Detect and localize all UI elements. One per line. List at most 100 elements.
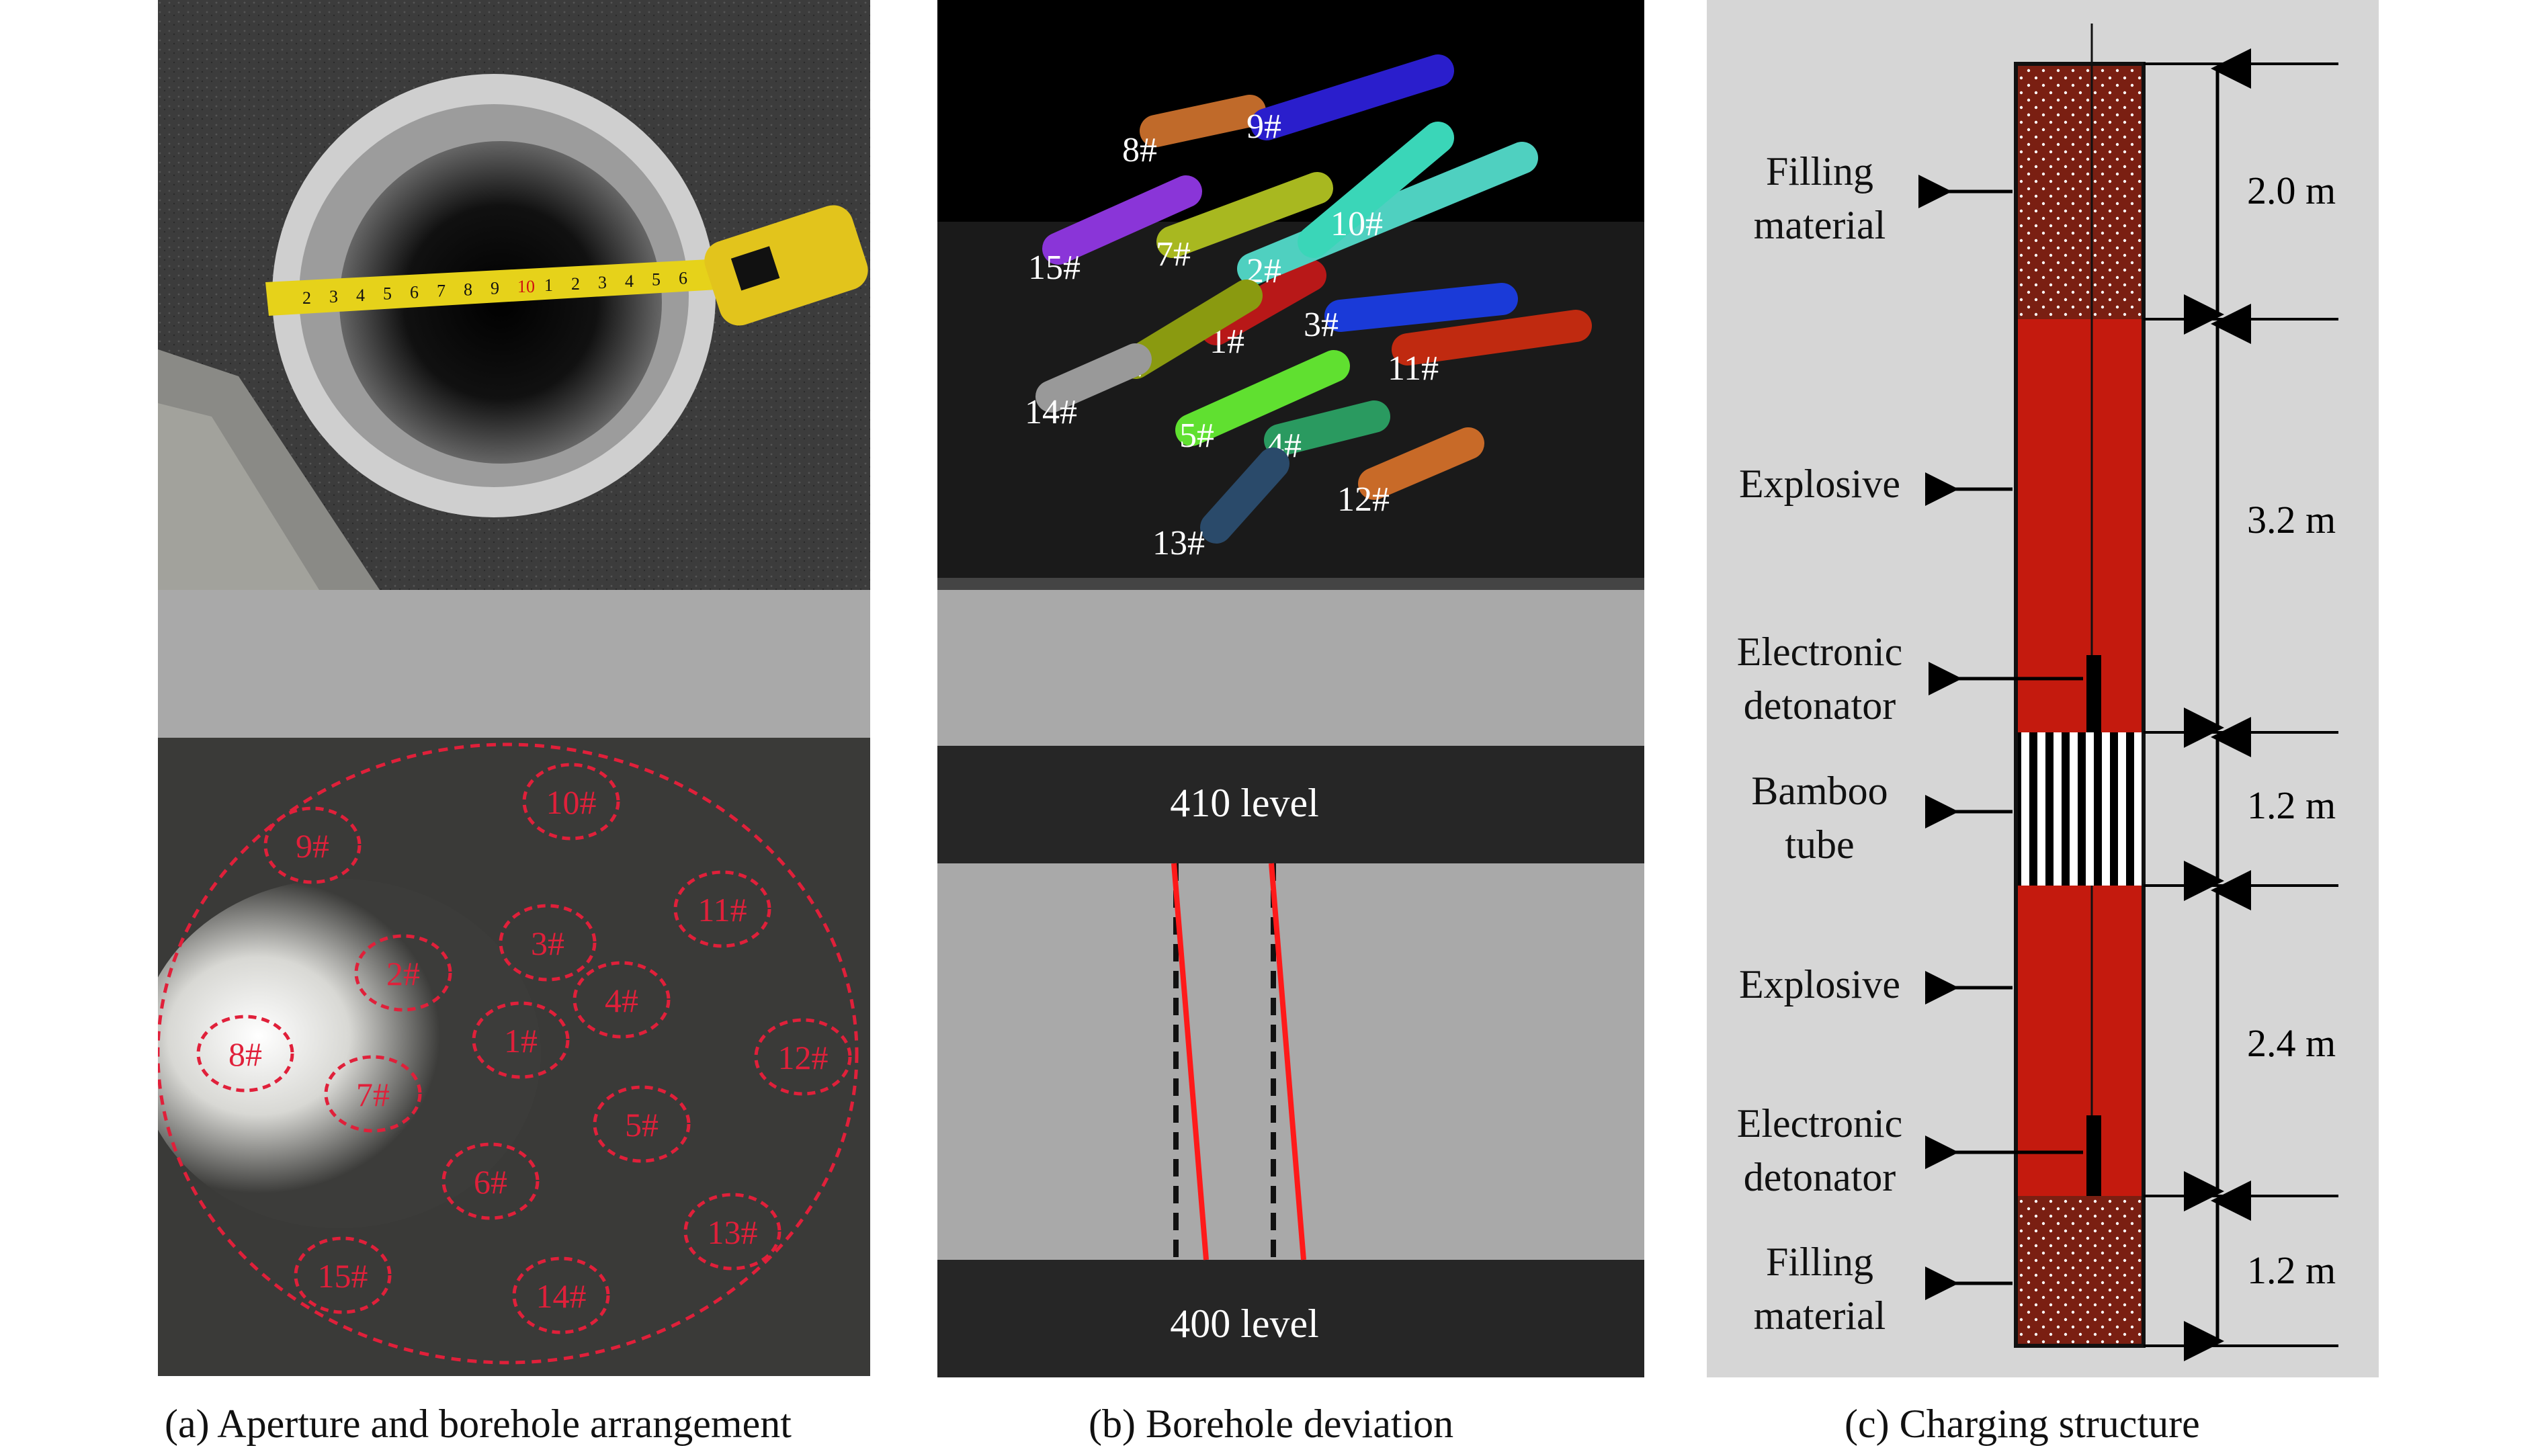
label-filling-bottom-2: material — [1754, 1293, 1886, 1338]
borehole-label: 5# — [1179, 417, 1214, 455]
borehole-tube: 11# — [1388, 310, 1592, 388]
borehole-label: 9# — [1246, 108, 1281, 146]
label-filling-top-2: material — [1754, 203, 1886, 247]
tape-number: 5 — [652, 270, 661, 290]
hole-marker: 9# — [263, 806, 362, 884]
tape-number: 2 — [302, 288, 311, 308]
borehole-label: 12# — [1337, 480, 1390, 519]
borehole-tube: 13# — [1152, 447, 1289, 562]
hole-label: 12# — [778, 1039, 829, 1076]
label-explosive-lower: Explosive — [1739, 962, 1900, 1007]
hole-marker: 4# — [573, 961, 671, 1039]
borehole-tube: 9# — [1246, 54, 1454, 146]
level-400-label: 400 level — [1170, 1301, 1319, 1346]
hole-marker: 2# — [354, 934, 452, 1012]
hole-label: 6# — [474, 1163, 507, 1201]
hole-label: 3# — [531, 925, 564, 962]
electronic-detonator-lower — [2086, 1115, 2101, 1196]
hole-marker: 6# — [441, 1142, 540, 1220]
hole-label: 2# — [386, 955, 420, 992]
caption-a: (a) Aperture and borehole arrangement — [165, 1402, 792, 1446]
length-explosive-lower: 2.4 m — [2247, 1021, 2336, 1065]
borehole-label: 15# — [1028, 249, 1081, 287]
borehole-label: 14# — [1025, 393, 1077, 431]
hole-marker: 13# — [683, 1193, 781, 1271]
actual-borehole-right — [1269, 863, 1306, 1260]
hole-marker: 8# — [196, 1015, 294, 1093]
tape-number: 4 — [625, 271, 634, 291]
hole-marker: 7# — [324, 1055, 422, 1133]
length-explosive-upper: 3.2 m — [2247, 498, 2336, 542]
charging-structure-drawing: 2.0 m 3.2 m 1.2 m 2.4 m 1.2 m Filling ma… — [1737, 24, 2338, 1361]
explosive-lower — [2016, 886, 2144, 1196]
caption-c: (c) Charging structure — [1845, 1402, 2200, 1446]
hole-label: 14# — [536, 1277, 587, 1315]
tape-number: 3 — [598, 273, 607, 292]
tape-number: 10 — [517, 277, 535, 296]
borehole-tube: 10# — [1298, 122, 1454, 258]
filling-material-bottom — [2016, 1196, 2144, 1346]
tape-number: 6 — [679, 269, 687, 288]
tape-number: 4 — [356, 286, 365, 305]
label-detonator-upper-1: Electronic — [1737, 630, 1903, 674]
borehole-label: 11# — [1388, 349, 1439, 388]
charging-structure-panel: 2.0 m 3.2 m 1.2 m 2.4 m 1.2 m Filling ma… — [1707, 0, 2379, 1377]
tape-number: 8 — [464, 280, 472, 299]
hole-marker: 1# — [472, 1001, 570, 1079]
explosive-upper — [2016, 319, 2144, 732]
hole-label: 15# — [318, 1257, 368, 1295]
tape-number: 6 — [410, 283, 419, 302]
borehole-tube: 8# — [1122, 95, 1266, 169]
tape-number: 3 — [329, 287, 338, 306]
tape-number: 7 — [437, 282, 446, 301]
borehole-deviation-panel: 1#2#3#4#5#6#7#8#9#10#11#12#13#14#15# 410… — [937, 0, 1644, 1377]
label-explosive-upper: Explosive — [1739, 462, 1900, 506]
borehole-label: 3# — [1304, 306, 1339, 344]
borehole-label: 10# — [1330, 205, 1383, 243]
tape-number: 9 — [491, 278, 499, 298]
hole-marker: 3# — [499, 904, 597, 982]
hole-marker: 15# — [294, 1236, 392, 1314]
panel-a-spacer — [158, 590, 870, 738]
hole-label: 7# — [356, 1076, 390, 1113]
length-bamboo-tube: 1.2 m — [2247, 783, 2336, 827]
label-detonator-upper-2: detonator — [1744, 683, 1896, 728]
borehole-tube: 3# — [1304, 283, 1518, 344]
level-410-label: 410 level — [1170, 781, 1319, 825]
label-bamboo-2: tube — [1785, 822, 1854, 867]
hole-label: 1# — [504, 1022, 538, 1060]
electronic-detonator-upper — [2086, 655, 2101, 732]
borehole-tube: 14# — [1025, 343, 1152, 431]
label-filling-bottom-1: Filling — [1766, 1240, 1873, 1284]
tape-number: 5 — [383, 284, 392, 304]
filling-material-top — [2016, 64, 2144, 319]
hole-marker: 10# — [522, 763, 620, 841]
tape-number: 1 — [544, 275, 553, 295]
hole-marker: 11# — [673, 870, 771, 948]
bamboo-tube — [2016, 732, 2144, 886]
tape-number: 2 — [571, 274, 580, 294]
hole-label: 13# — [708, 1213, 758, 1251]
label-detonator-lower-1: Electronic — [1737, 1101, 1903, 1146]
hole-label: 11# — [697, 891, 747, 929]
hole-label: 10# — [546, 783, 597, 821]
borehole-tube: 15# — [1028, 175, 1202, 287]
hole-label: 8# — [228, 1035, 262, 1073]
borehole-tube: 4# — [1264, 400, 1390, 465]
label-detonator-lower-2: detonator — [1744, 1155, 1896, 1199]
borehole-label: 8# — [1122, 131, 1157, 169]
borehole-tube: 7# — [1156, 172, 1333, 273]
caption-b: (b) Borehole deviation — [1089, 1402, 1454, 1446]
hole-marker: 14# — [512, 1256, 610, 1334]
borehole-deviation-drawing: 1#2#3#4#5#6#7#8#9#10#11#12#13#14#15# 410… — [937, 0, 1644, 1377]
actual-borehole-left — [1171, 863, 1209, 1260]
hole-label: 9# — [296, 827, 329, 865]
hole-label: 5# — [625, 1106, 659, 1144]
borehole-label: 7# — [1156, 235, 1191, 273]
borehole-label: 13# — [1152, 524, 1205, 562]
level-410-band — [937, 746, 1644, 863]
length-filling-top: 2.0 m — [2247, 169, 2336, 212]
